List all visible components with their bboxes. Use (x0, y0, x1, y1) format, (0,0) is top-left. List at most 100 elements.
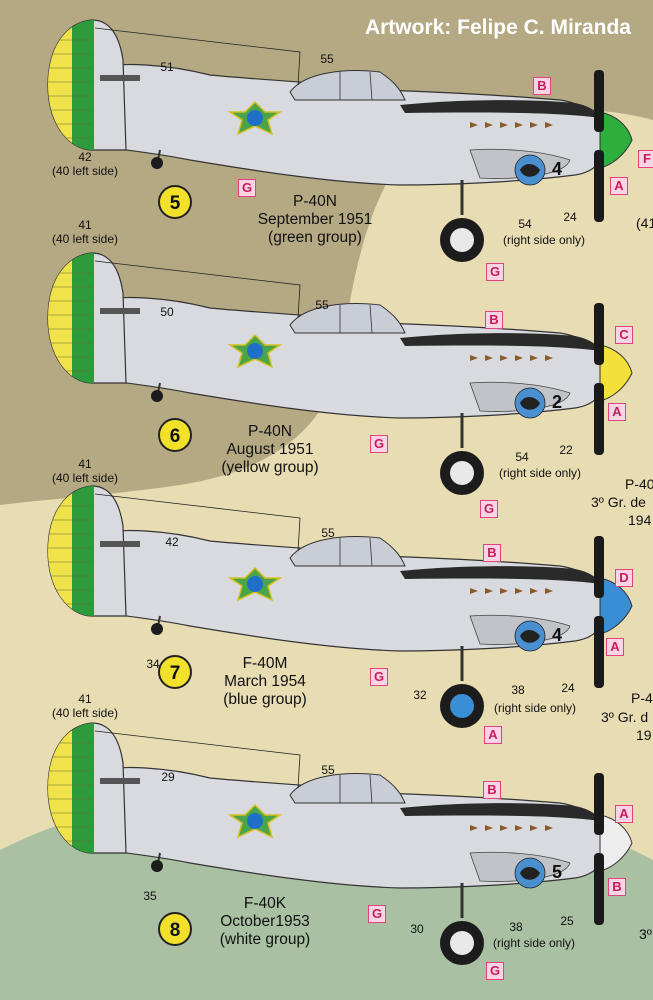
edge-fragment: P-4 (631, 690, 653, 706)
exhaust-stack (500, 122, 508, 128)
canopy-frame (369, 537, 373, 567)
decal-tag-a: A (615, 805, 633, 823)
edge-fragment: 3º Gr. de (591, 494, 646, 510)
edge-fragment: P-40 (625, 476, 653, 492)
decal-tag-d: D (615, 569, 633, 587)
aircraft-6: 2 (47, 252, 633, 495)
fuselage-code: 4 (552, 159, 562, 179)
rudder-stripes (48, 486, 94, 616)
tail-callout: 34 (146, 657, 160, 671)
roundel-disc (247, 110, 263, 126)
serial-callout: 29 (161, 770, 175, 784)
canopy (289, 536, 406, 567)
propeller-blade-bottom (594, 383, 604, 455)
propeller-blade-top (594, 536, 604, 598)
spinner (599, 814, 633, 872)
roundel-disc (247, 343, 263, 359)
insignia-callout: 38 (511, 683, 525, 697)
anti-glare-panel (400, 566, 600, 584)
decal-tag-b-nose: B (608, 878, 626, 896)
rudder-yellow-stripe (48, 723, 72, 853)
insignia-figure (520, 397, 540, 410)
antenna-wire (94, 27, 301, 86)
insignia-callout: 54 (518, 217, 532, 231)
profile-number-badge: 7 (158, 655, 192, 689)
rudder-callout: 41(40 left side) (51, 457, 119, 485)
edge-fragment: 19 (636, 727, 652, 743)
rudder-green-stripe (72, 253, 94, 383)
rudder-stripes (48, 253, 94, 383)
propeller-blade-bottom (594, 150, 604, 222)
exhaust-stack (485, 588, 493, 594)
main-wheel-hub (450, 694, 474, 718)
profile-number-badge: 6 (158, 418, 192, 452)
roundel-disc (247, 576, 263, 592)
exhaust-stack (530, 122, 538, 128)
edge-fragment: 3º (639, 926, 652, 942)
wheel-callout: 32 (413, 688, 427, 702)
exhaust-stack (485, 825, 493, 831)
rudder-callout: 41(40 left side) (51, 218, 119, 246)
canopy (289, 303, 406, 334)
exhaust-stack (500, 588, 508, 594)
spinner (599, 344, 633, 402)
decal-tag-a: A (608, 403, 626, 421)
exhaust-stack (545, 122, 553, 128)
exhaust-stack (485, 122, 493, 128)
exhaust-stack (515, 122, 523, 128)
rudder-yellow-stripe (48, 486, 72, 616)
insignia-note: (right side only) (492, 936, 576, 950)
canopy-frame (369, 304, 373, 334)
decal-tag-g-wheel: G (486, 263, 504, 281)
edge-fragment: (41 (636, 215, 653, 231)
antenna-wire (94, 493, 301, 552)
insignia-figure (520, 630, 540, 643)
exhaust-stack (500, 355, 508, 361)
rudder-callout: 41(40 left side) (51, 692, 119, 720)
insignia-note: (right side only) (498, 466, 582, 480)
fuselage-code: 4 (552, 625, 562, 645)
exhaust-stack (530, 825, 538, 831)
exhaust-stack (530, 355, 538, 361)
decal-tag-b: B (485, 311, 503, 329)
canopy-frame (369, 774, 373, 804)
artwork-credit: Artwork: Felipe C. Miranda (364, 16, 631, 39)
anti-glare-panel (400, 100, 600, 118)
antenna-wire (94, 730, 301, 789)
exhaust-stack (545, 588, 553, 594)
exhaust-stack (470, 355, 478, 361)
propeller-blade-top (594, 303, 604, 365)
decal-tag-a: A (606, 638, 624, 656)
decal-tag-g-wheel: G (480, 500, 498, 518)
rudder-stripes (48, 723, 94, 853)
exhaust-stack (515, 588, 523, 594)
propeller-blade-top (594, 70, 604, 132)
tail-wheel (151, 390, 163, 402)
main-wheel-hub (450, 931, 474, 955)
nose-callout: 25 (560, 914, 574, 928)
insignia-note: (right side only) (502, 233, 586, 247)
rudder-yellow-stripe (48, 20, 72, 150)
wheel-callout: 30 (410, 922, 424, 936)
rudder-green-stripe (72, 486, 94, 616)
fuselage-code: 2 (552, 392, 562, 412)
rudder-green-stripe (72, 723, 94, 853)
decal-tag-f: F (638, 150, 653, 168)
exhaust-stack (545, 825, 553, 831)
spinner (599, 111, 633, 169)
serial-number-stencil (100, 308, 140, 314)
main-wheel-hub (450, 228, 474, 252)
star-callout: 55 (320, 52, 334, 66)
nose-callout: 22 (559, 443, 573, 457)
serial-callout: 51 (160, 60, 174, 74)
decal-tag-g: G (370, 668, 388, 686)
nose-callout: 24 (563, 210, 577, 224)
exhaust-stack (515, 825, 523, 831)
decal-tag-g: G (238, 179, 256, 197)
antenna-wire (94, 260, 301, 319)
rudder-yellow-stripe (48, 253, 72, 383)
decal-tag-g-wheel: G (486, 962, 504, 980)
